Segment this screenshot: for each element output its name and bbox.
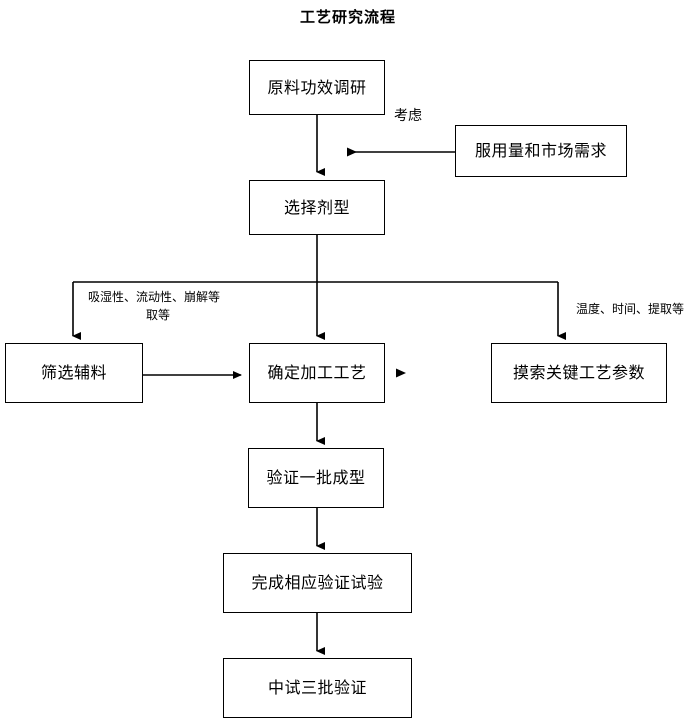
- node-label: 摸索关键工艺参数: [512, 363, 645, 383]
- edge-label-excipient-properties-line1: 吸湿性、流动性、崩解等: [88, 290, 221, 304]
- node-label: 筛选辅料: [40, 363, 107, 383]
- node-explore-key-process-parameters[interactable]: 摸索关键工艺参数: [491, 343, 667, 403]
- node-complete-validation-tests[interactable]: 完成相应验证试验: [223, 553, 412, 613]
- node-label: 中试三批验证: [267, 678, 367, 698]
- edge-label-consider: 考虑: [394, 108, 422, 124]
- node-label: 验证一批成型: [266, 468, 366, 488]
- edge-label-excipient-properties-line2: 取等: [146, 308, 171, 322]
- node-dosage-and-market-demand[interactable]: 服用量和市场需求: [455, 125, 627, 177]
- page-title: 工艺研究流程: [299, 8, 396, 26]
- node-select-dosage-form[interactable]: 选择剂型: [249, 180, 385, 235]
- node-label: 完成相应验证试验: [251, 573, 384, 593]
- edge-label-process-parameters: 温度、时间、提取等: [576, 302, 685, 316]
- node-label: 选择剂型: [283, 197, 350, 217]
- node-verify-one-batch-forming[interactable]: 验证一批成型: [248, 448, 384, 508]
- node-screen-excipients[interactable]: 筛选辅料: [5, 343, 143, 403]
- node-determine-processing-technology[interactable]: 确定加工工艺: [249, 343, 385, 403]
- node-raw-material-efficacy-research[interactable]: 原料功效调研: [249, 60, 385, 115]
- node-label: 确定加工工艺: [267, 363, 367, 383]
- node-pilot-three-batch-validation[interactable]: 中试三批验证: [223, 658, 412, 718]
- node-label: 服用量和市场需求: [474, 141, 607, 161]
- node-label: 原料功效调研: [267, 77, 367, 97]
